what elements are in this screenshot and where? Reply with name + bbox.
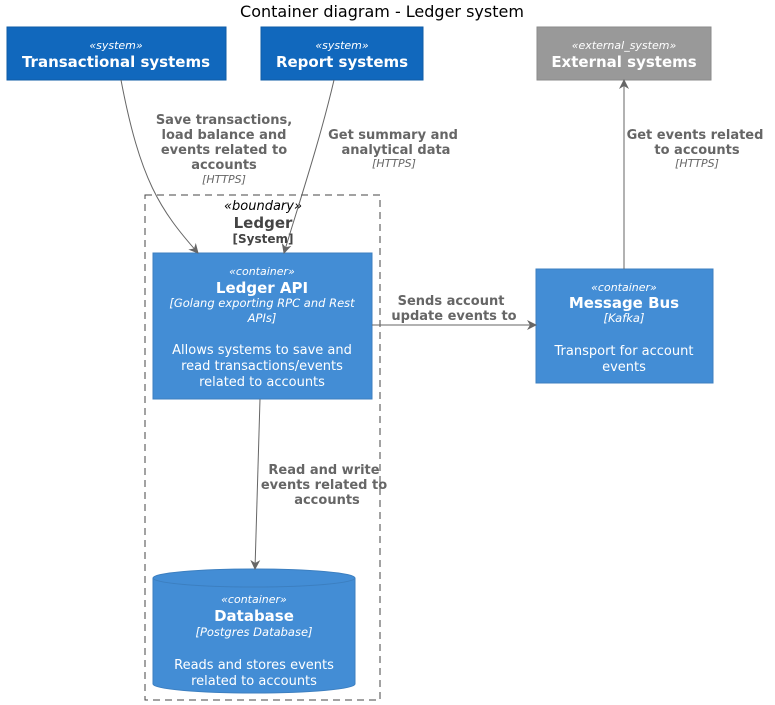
- ledger-boundary: «boundary» Ledger [System]: [144, 194, 381, 701]
- edge-save-line2: load balance and: [162, 128, 287, 143]
- report-systems-name: Report systems: [276, 53, 408, 71]
- ledger-api-tech-line2: APIs]: [247, 311, 277, 325]
- message-bus-desc-line2: events: [602, 360, 646, 375]
- diagram-title: Container diagram - Ledger system: [240, 2, 524, 21]
- edge-get-events: Get events related to accounts [HTTPS]: [619, 79, 764, 269]
- message-bus-tech: [Kafka]: [604, 311, 645, 325]
- edge-sends-line2: update events to: [391, 309, 516, 324]
- edge-get-summary: Get summary and analytical data [HTTPS]: [281, 79, 458, 254]
- boundary-type: [System]: [233, 232, 294, 246]
- database-tech: [Postgres Database]: [195, 625, 312, 639]
- edge-save-line4: accounts: [191, 158, 257, 173]
- edge-sends-line1: Sends account: [398, 294, 505, 309]
- ledger-api-node[interactable]: «container» Ledger API [Golang exporting…: [152, 252, 373, 400]
- edge-save-line3: events related to: [161, 143, 287, 158]
- edge-summary-line1: Get summary and: [328, 128, 458, 143]
- external-systems-node[interactable]: «external_system» External systems: [536, 26, 712, 81]
- edge-read-write-line1: Read and write: [268, 463, 379, 478]
- boundary-name: Ledger: [234, 214, 293, 232]
- database-desc-line1: Reads and stores events: [174, 658, 334, 673]
- transactional-systems-name: Transactional systems: [22, 53, 210, 71]
- transactional-systems-stereotype: «system»: [89, 39, 143, 52]
- edge-sends-account-updates: Sends account update events to: [372, 294, 537, 330]
- ledger-api-name: Ledger API: [216, 279, 308, 297]
- ledger-api-desc-line3: related to accounts: [199, 375, 325, 390]
- edge-summary-tech: [HTTPS]: [372, 157, 416, 170]
- ledger-api-tech-line1: [Golang exporting RPC and Rest: [169, 296, 355, 310]
- ledger-api-stereotype: «container»: [229, 265, 295, 278]
- edge-save-line1: Save transactions,: [156, 113, 292, 128]
- edge-get-events-line1: Get events related: [627, 128, 764, 143]
- external-systems-name: External systems: [551, 53, 696, 71]
- transactional-systems-node[interactable]: «system» Transactional systems: [6, 26, 227, 81]
- database-stereotype: «container»: [221, 593, 287, 606]
- boundary-stereotype: «boundary»: [224, 199, 302, 214]
- edge-get-events-line2: to accounts: [654, 143, 740, 158]
- edge-save-tech: [HTTPS]: [202, 173, 246, 186]
- ledger-api-desc-line1: Allows systems to save and: [172, 343, 352, 358]
- message-bus-name: Message Bus: [569, 294, 679, 312]
- report-systems-node[interactable]: «system» Report systems: [260, 26, 424, 81]
- report-systems-stereotype: «system»: [315, 39, 369, 52]
- database-name: Database: [214, 607, 294, 625]
- database-desc-line2: related to accounts: [191, 674, 317, 689]
- message-bus-desc-line1: Transport for account: [554, 344, 694, 359]
- edge-read-write-events: Read and write events related to account…: [250, 398, 387, 570]
- message-bus-node[interactable]: «container» Message Bus [Kafka] Transpor…: [535, 268, 714, 384]
- edge-read-write-line3: accounts: [294, 493, 360, 508]
- edge-save-transactions: Save transactions, load balance and even…: [120, 79, 292, 254]
- edge-read-write-line2: events related to: [261, 478, 387, 493]
- edge-summary-line2: analytical data: [342, 143, 451, 158]
- ledger-api-desc-line2: read transactions/events: [181, 359, 343, 374]
- external-systems-stereotype: «external_system»: [572, 39, 677, 52]
- database-node[interactable]: «container» Database [Postgres Database]…: [152, 568, 356, 694]
- message-bus-stereotype: «container»: [591, 281, 657, 294]
- edge-get-events-tech: [HTTPS]: [675, 157, 719, 170]
